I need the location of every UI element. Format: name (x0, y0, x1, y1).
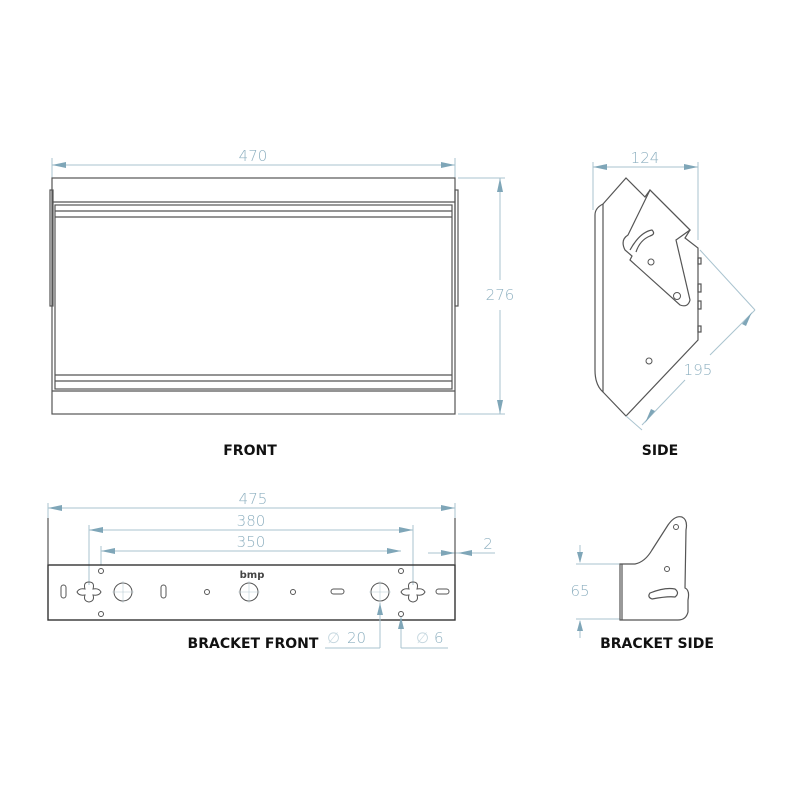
side-view: 124 195 SIDE (592, 149, 756, 459)
front-height-value: 276 (486, 286, 515, 304)
side-view-label: SIDE (642, 443, 678, 459)
bracket-front-label: BRACKET FRONT (188, 636, 319, 652)
side-hole (647, 258, 655, 266)
side-diagonal-dimension: 195 (625, 249, 756, 431)
keyhole-left (76, 581, 102, 603)
mounting-hole-6 (398, 611, 404, 617)
bracket-hole-spacing-value: 350 (237, 533, 266, 551)
side-depth-value: 124 (631, 149, 660, 167)
bracket-plate (47, 564, 456, 621)
bracket-thickness-value: 2 (483, 535, 493, 553)
front-width-dimension: 470 (51, 147, 456, 180)
bracket-overall-width-value: 475 (239, 490, 268, 508)
bracket-logo: bmp (240, 570, 265, 581)
diameter-20-value: 20 (347, 629, 366, 647)
bracket-keyhole-spacing-dimension: 380 (88, 512, 414, 585)
bracket-side-view: 65 BRACKET SIDE (570, 516, 714, 652)
bracket-side-label: BRACKET SIDE (600, 636, 714, 652)
side-diagonal-value: 195 (684, 361, 713, 379)
front-view-label: FRONT (223, 443, 277, 459)
keyhole-right (400, 581, 426, 603)
diameter-6-callout: ∅ 6 (398, 617, 448, 649)
front-right-bracket (454, 189, 459, 307)
front-view: 470 276 FRONT (49, 147, 515, 459)
diameter-20-callout: ∅ 20 (325, 603, 383, 649)
side-bracket-outline (622, 188, 691, 307)
front-height-dimension: 276 (458, 177, 515, 415)
diameter-20-symbol: ∅ (327, 629, 340, 647)
front-panel (54, 204, 453, 390)
side-pivot-hole (673, 292, 681, 300)
diameter-6-value: 6 (434, 629, 444, 647)
bracket-side-height-value: 65 (570, 582, 589, 600)
side-housing (594, 177, 699, 417)
bracket-hole-spacing-dimension: 350 (100, 533, 401, 565)
bracket-keyhole-spacing-value: 380 (237, 512, 266, 530)
bracket-side-height-dimension: 65 (570, 545, 620, 638)
bracket-overall-width-dimension: 475 (47, 490, 456, 520)
side-lower-hole (645, 357, 653, 365)
front-width-value: 470 (239, 147, 268, 165)
bracket-front-view: 475 380 350 2 (47, 490, 495, 652)
side-depth-dimension: 124 (592, 149, 699, 240)
bracket-side-outline (619, 516, 690, 621)
diameter-6-symbol: ∅ (416, 629, 429, 647)
bracket-thickness-dimension: 2 (428, 535, 495, 556)
front-body-outline (51, 177, 456, 415)
front-left-bracket (49, 189, 54, 307)
